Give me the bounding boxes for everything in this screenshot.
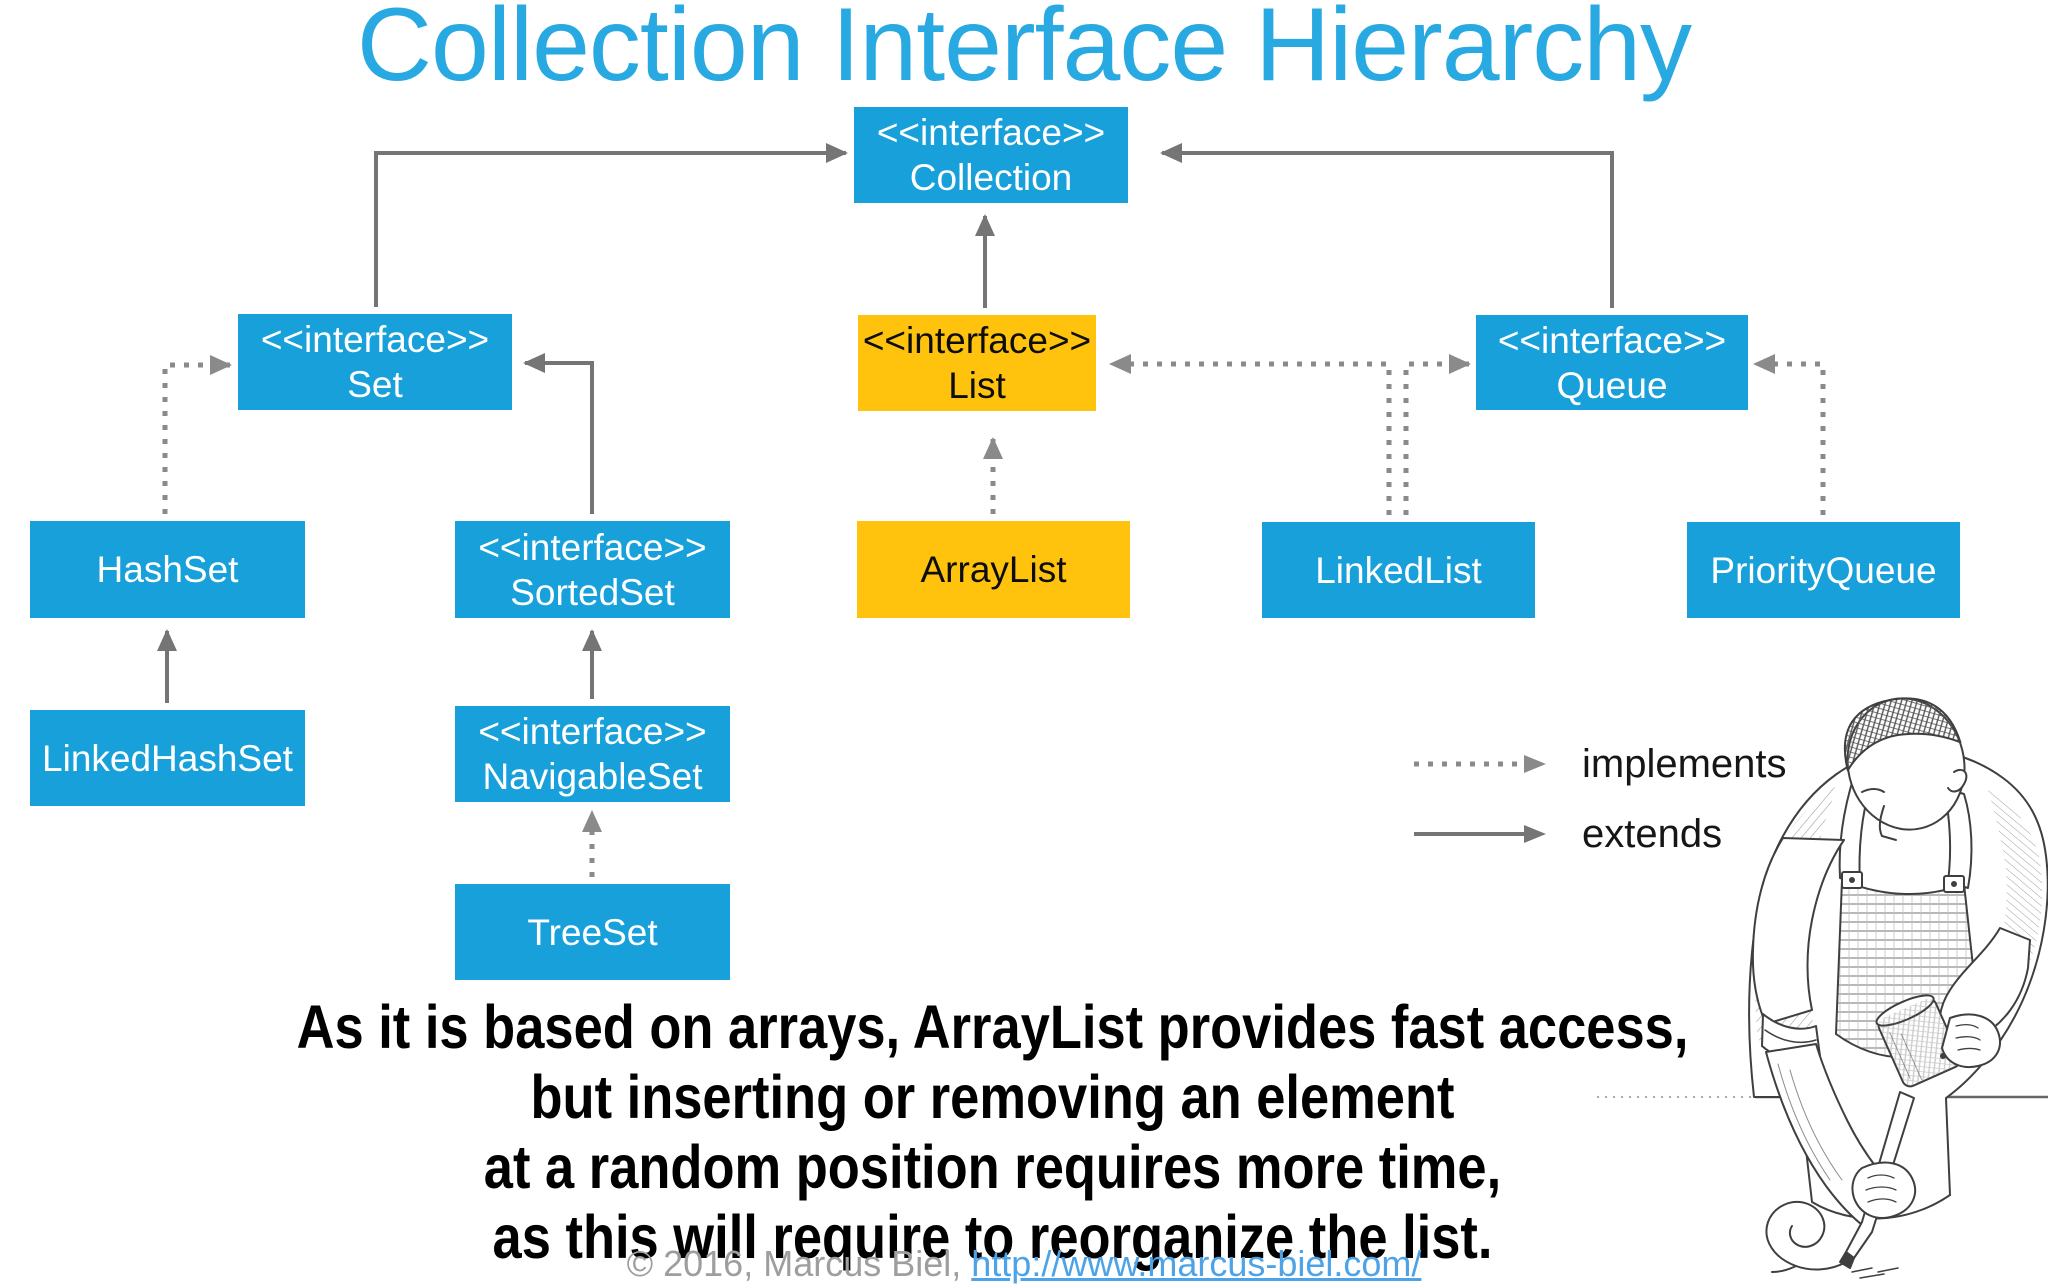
node-name: SortedSet [510, 571, 675, 613]
craftsman-illustration [1748, 697, 2048, 1279]
node-name: Collection [909, 157, 1073, 198]
node-arraylist: ArrayList [857, 521, 1130, 618]
extends-arrow-icon [1414, 825, 1546, 843]
edge-set-extends-collection [374, 143, 848, 307]
edge-linkedlist-implements-list [1109, 354, 1392, 515]
node-hashset: HashSet [30, 521, 305, 618]
node-linkedhashset: LinkedHashSet [30, 710, 305, 806]
node-name: PriorityQueue [1710, 549, 1937, 591]
copyright-text: © 2016, Marcus Biel, [626, 1243, 962, 1284]
caption-line: as this will require to reorganize the l… [492, 1203, 1493, 1271]
node-stereotype: <<interface>> [260, 319, 490, 360]
node-stereotype: <<interface>> [478, 711, 707, 752]
edge-priorityqueue-implements-queue [1753, 354, 1826, 515]
node-stereotype: <<interface>> [862, 320, 1092, 361]
node-name: ArrayList [920, 549, 1067, 590]
node-name: LinkedList [1315, 549, 1482, 591]
node-name: LinkedHashSet [42, 737, 293, 779]
edge-sortedset-extends-set [523, 353, 594, 514]
caption: As it is based on arrays, ArrayList prov… [0, 992, 1985, 1272]
implements-arrow-icon [1414, 755, 1546, 773]
caption-line: As it is based on arrays, ArrayList prov… [296, 993, 1689, 1061]
node-name: TreeSet [527, 911, 658, 953]
legend-implements-label: implements [1582, 741, 1787, 786]
legend-extends-label: extends [1582, 811, 1723, 856]
node-stereotype: <<interface>> [478, 526, 707, 568]
node-sortedset: <<interface>> SortedSet [455, 521, 730, 618]
node-name: Queue [1556, 364, 1668, 406]
node-set: <<interface>> Set [238, 314, 512, 410]
node-stereotype: <<interface>> [1497, 319, 1727, 361]
node-collection: <<interface>> Collection [854, 107, 1128, 203]
edge-queue-extends-collection [1160, 143, 1614, 308]
node-queue: <<interface>> Queue [1476, 315, 1748, 410]
node-navigableset: <<interface>> NavigableSet [455, 706, 730, 802]
caption-line: but inserting or removing an element [530, 1063, 1455, 1131]
marcus-biel-link[interactable]: http://www.marcus-biel.com/ [971, 1243, 1422, 1284]
node-treeset: TreeSet [455, 884, 730, 980]
legend-row-implements: implements [1412, 742, 1787, 786]
edge-hashset-implements-set [162, 355, 232, 514]
edge-linkedlist-implements-queue [1403, 354, 1471, 515]
node-linkedlist: LinkedList [1262, 522, 1535, 618]
node-name: NavigableSet [482, 756, 703, 797]
copyright: © 2016, Marcus Biel, http://www.marcus-b… [0, 1243, 2048, 1285]
node-list: <<interface>> List [858, 315, 1096, 411]
caption-line: at a random position requires more time, [483, 1133, 1502, 1201]
node-name: Set [347, 364, 403, 405]
legend: implements extends [1412, 742, 1787, 882]
page-title: Collection Interface Hierarchy [356, 0, 1692, 103]
node-priorityqueue: PriorityQueue [1687, 522, 1960, 618]
node-name: List [948, 365, 1006, 406]
node-name: HashSet [96, 549, 239, 590]
legend-row-extends: extends [1412, 812, 1787, 856]
node-stereotype: <<interface>> [876, 112, 1106, 153]
